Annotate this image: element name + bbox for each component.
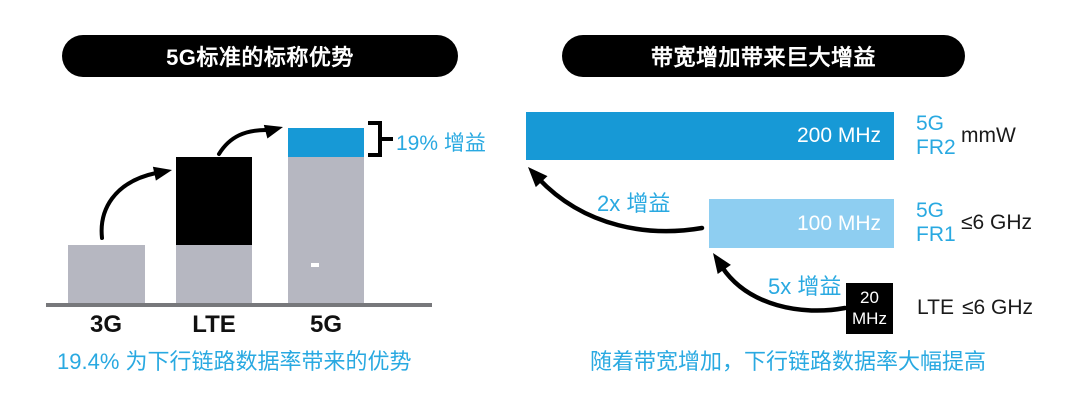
band-label-sub6-lte: ≤6 GHz	[962, 296, 1034, 319]
growth-arrow-3g-to-lte	[99, 171, 158, 240]
bar-artifact-dash	[311, 263, 319, 267]
tech-5g-fr2-line1: 5G	[916, 112, 945, 135]
gain-arrow-2x-head-icon	[528, 167, 548, 188]
tech-label-5g-fr1: 5G FR1	[916, 199, 956, 247]
bandwidth-value-200mhz: 200 MHz	[796, 124, 881, 147]
bandwidth-bar-200mhz	[526, 112, 894, 160]
axis-label-lte: LTE	[192, 311, 236, 338]
bar-5g-blue-gain-segment	[288, 128, 364, 157]
growth-arrow-lte-to-5g-head-icon	[263, 124, 283, 139]
bar-3g-gray	[68, 245, 145, 303]
growth-arrow-lte-to-5g	[217, 128, 268, 156]
band-label-sub6-fr1: ≤6 GHz	[961, 211, 1033, 234]
axis-label-5g: 5G	[309, 311, 342, 338]
gain-arrow-5x-head-icon	[713, 253, 731, 274]
tech-5g-fr1-line1: 5G	[916, 199, 945, 222]
right-caption: 随着带宽增加，下行链路数据率大幅提高	[590, 349, 987, 374]
bar-lte-gray-segment	[176, 245, 252, 303]
bandwidth-20-line2: MHz	[852, 309, 887, 328]
tech-label-lte: LTE	[917, 296, 954, 319]
gain-bracket-icon	[368, 121, 382, 157]
tech-5g-fr2-line2: FR2	[916, 136, 956, 159]
left-caption: 19.4% 为下行链路数据率带来的优势	[57, 349, 412, 374]
axis-label-3g: 3G	[89, 311, 122, 338]
bandwidth-20-line1: 20	[860, 288, 879, 307]
tech-5g-fr1-line2: FR1	[916, 223, 956, 246]
right-title-pill: 带宽增加带来巨大增益	[562, 35, 965, 77]
left-title-pill: 5G标准的标称优势	[62, 35, 458, 77]
bandwidth-bar-100mhz	[709, 199, 894, 248]
right-title: 带宽增加带来巨大增益	[650, 45, 876, 70]
band-label-mmw: mmW	[961, 124, 1016, 147]
growth-arrow-3g-to-lte-head-icon	[152, 166, 172, 181]
tech-label-5g-fr2: 5G FR2	[916, 112, 956, 160]
gain-19-label: 19% 增益	[396, 132, 486, 155]
bar-lte-black-segment	[176, 157, 252, 245]
gain-2x-label: 2x 增益	[597, 191, 671, 216]
left-title: 5G标准的标称优势	[166, 45, 354, 70]
left-axis-line	[46, 303, 432, 307]
gain-5x-label: 5x 增益	[768, 274, 842, 299]
bar-5g-gray-segment	[288, 157, 364, 303]
bandwidth-value-100mhz: 100 MHz	[796, 212, 881, 235]
bandwidth-box-20mhz: 20 MHz	[846, 283, 893, 334]
